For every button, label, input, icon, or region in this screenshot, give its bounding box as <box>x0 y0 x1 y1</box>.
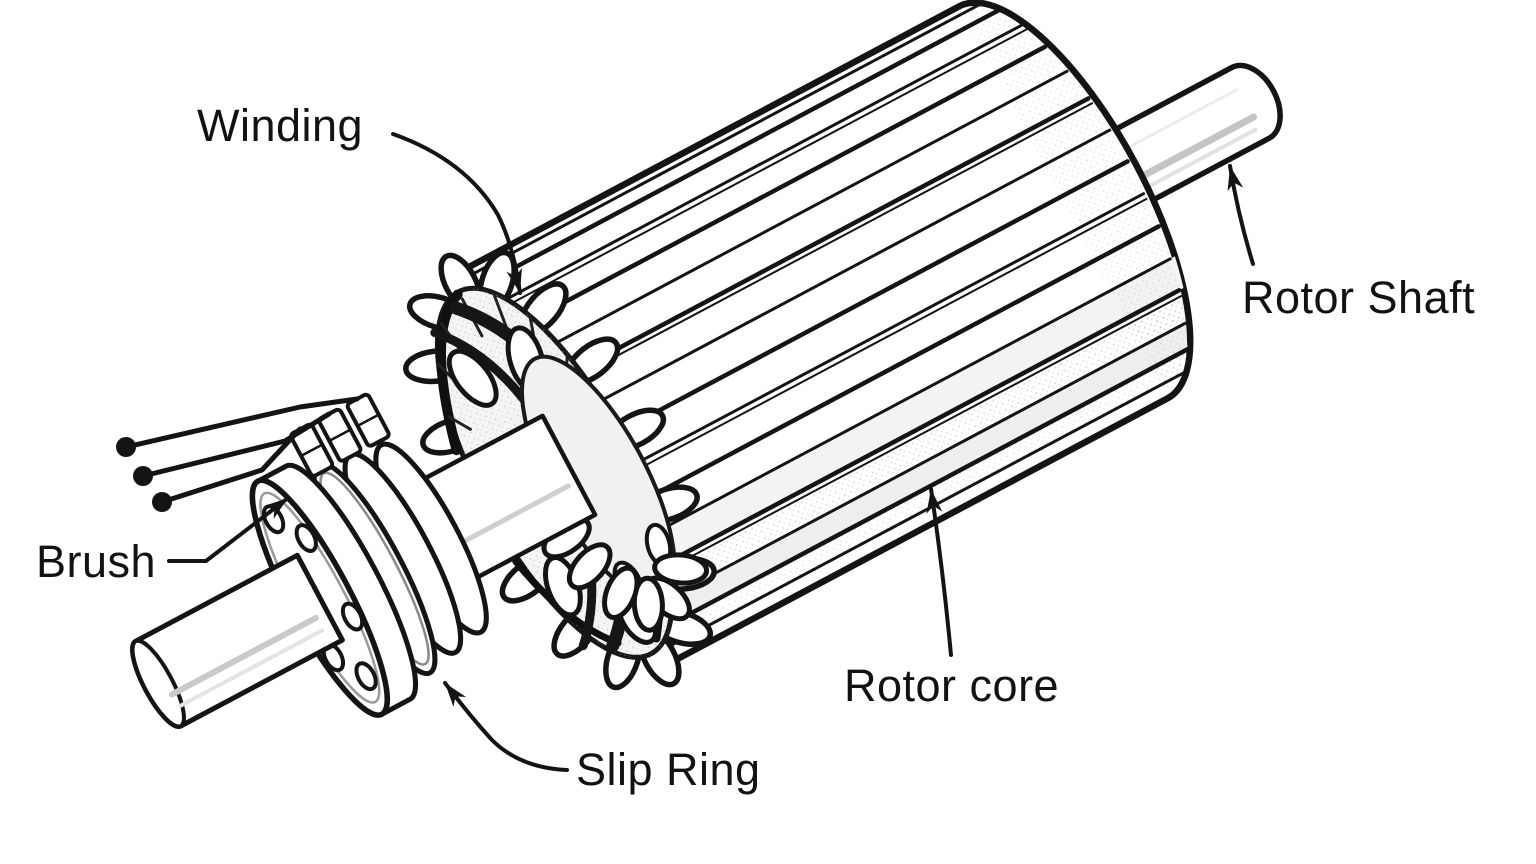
brush-wires <box>116 396 360 512</box>
lamination-lines <box>449 2 1190 659</box>
brush-leader-line <box>167 496 290 563</box>
wire-terminal-dot <box>116 437 136 457</box>
label-rotor-core: Rotor core <box>844 660 1060 711</box>
label-slip-ring: Slip Ring <box>576 744 761 795</box>
inner-winding-disc <box>519 354 710 633</box>
wire-terminal-dot <box>133 466 153 486</box>
wire-terminal-dot <box>152 492 172 512</box>
label-brush: Brush <box>36 536 157 587</box>
front-shaft <box>130 552 345 729</box>
label-rotor-shaft: Rotor Shaft <box>1242 272 1476 323</box>
bolt-holes <box>261 504 378 692</box>
winding-leader-line <box>391 132 522 295</box>
label-winding: Winding <box>197 100 364 151</box>
rotor-core-leader-line <box>929 487 953 657</box>
slip-ring-leader-line <box>443 681 569 772</box>
